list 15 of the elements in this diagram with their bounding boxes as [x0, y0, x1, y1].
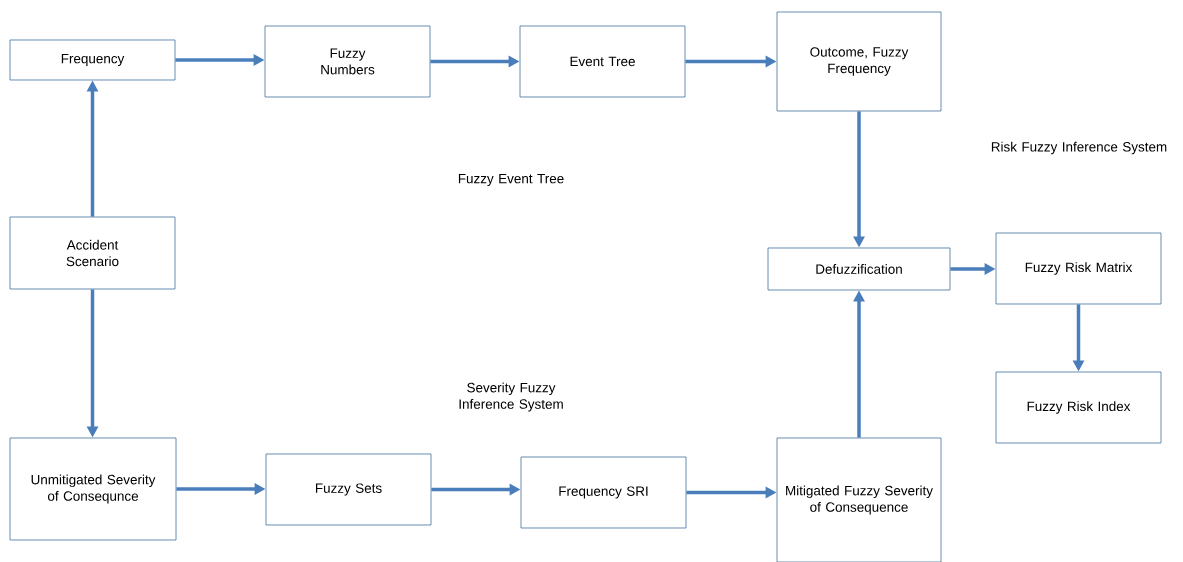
- process-box: Accident Scenario: [9, 216, 176, 290]
- section-label: Severity Fuzzy Inference System: [459, 382, 563, 412]
- section-label: Risk Fuzzy Inference System: [991, 141, 1167, 155]
- process-box: Fuzzy Sets: [265, 453, 432, 526]
- process-box: Outcome, Fuzzy Frequency: [776, 11, 942, 112]
- process-box: Defuzzification: [767, 247, 951, 291]
- process-box: Mitigated Fuzzy Severity of Consequence: [776, 437, 942, 562]
- process-box: Frequency SRI: [520, 456, 687, 529]
- process-box: Fuzzy Numbers: [264, 25, 431, 98]
- process-box: Event Tree: [519, 25, 686, 98]
- process-box: Frequency: [9, 39, 176, 81]
- process-box: Fuzzy Risk Matrix: [995, 232, 1162, 305]
- process-box: Fuzzy Risk Index: [995, 371, 1162, 444]
- section-label: Fuzzy Event Tree: [458, 174, 564, 186]
- process-box: Unmitigated Severity of Consequnce: [9, 437, 177, 541]
